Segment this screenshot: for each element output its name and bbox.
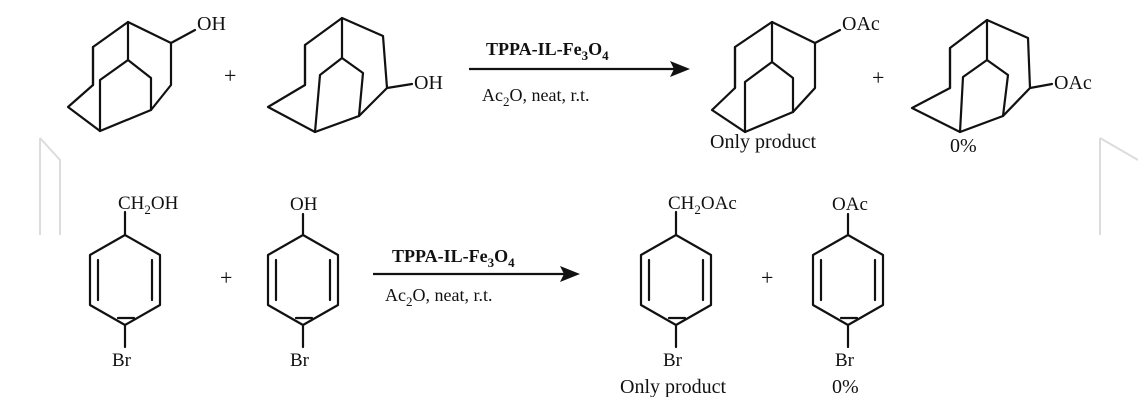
plus-sign: +: [872, 65, 884, 90]
product-1b-result: 0%: [950, 135, 977, 157]
reaction-arrow-1: [469, 61, 690, 77]
reactant-1a-oh-label: OH: [197, 13, 226, 35]
reactant-2-adamantanol: [66, 20, 197, 133]
product-1-adamantyl-acetate: [910, 18, 1054, 134]
product-2b-result: 0%: [832, 376, 859, 397]
reactant-2a-br-label: Br: [112, 350, 132, 371]
reaction-arrow-2: [373, 266, 580, 282]
reactant-2b-br-label: Br: [290, 350, 310, 371]
reactant-2b-oh-label: OH: [290, 194, 318, 215]
catalyst-label-2: TPPA-IL-Fe3O4: [392, 246, 515, 270]
product-1a-result: Only product: [710, 131, 817, 153]
catalyst-label-1: TPPA-IL-Fe3O4: [486, 39, 609, 63]
conditions-label-2: Ac2O, neat, r.t.: [385, 285, 492, 309]
product-2b-oac-label: OAc: [832, 194, 868, 215]
product-2a-result: Only product: [620, 376, 727, 397]
reactant-2a-ch2oh-label: CH2OH: [118, 193, 179, 217]
product-2-adamantyl-acetate: [710, 20, 842, 134]
product-4-bromophenyl-acetate: [811, 212, 885, 349]
product-2a-ch2oac-label: CH2OAc: [668, 193, 737, 217]
plus-sign: +: [220, 265, 232, 290]
reactant-1b-oh-label: OH: [414, 72, 443, 94]
reactant-1-adamantanol: [266, 16, 414, 134]
product-2a-br-label: Br: [663, 350, 683, 371]
conditions-label-1: Ac2O, neat, r.t.: [482, 85, 589, 109]
product-4-bromobenzyl-acetate: [639, 210, 713, 349]
plus-sign: +: [761, 265, 773, 290]
reactant-4-bromobenzyl-alcohol: [88, 210, 162, 349]
watermark-outline: [39, 137, 1138, 235]
product-1b-oac-label: OAc: [1054, 72, 1092, 94]
product-1a-oac-label: OAc: [842, 13, 880, 35]
reactant-4-bromophenol: [266, 212, 340, 349]
product-2b-br-label: Br: [835, 350, 855, 371]
plus-sign: +: [224, 63, 236, 88]
